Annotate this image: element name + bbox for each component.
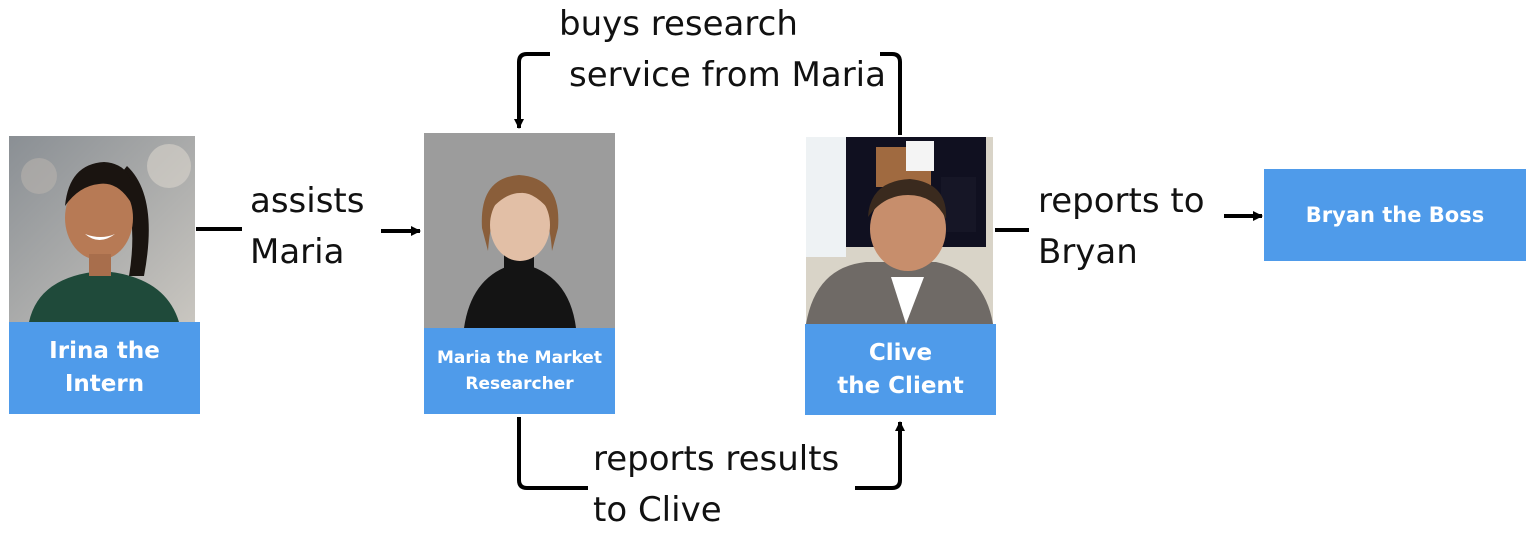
man-portrait-image <box>806 137 993 324</box>
irina-label-line1: Irina the <box>49 338 160 364</box>
irina-label-line2: Intern <box>64 371 145 397</box>
edge-label-reports-to: reports to Bryan <box>1038 176 1205 278</box>
woman-portrait-image <box>424 133 615 328</box>
clive-photo <box>806 137 993 324</box>
clive-label-line2: the Client <box>837 372 964 399</box>
bryan-box: Bryan the Boss <box>1264 169 1526 261</box>
clive-label: Clive the Client <box>805 324 996 415</box>
edge-label-reportsto-line2: Bryan <box>1038 232 1138 272</box>
irina-label: Irina the Intern <box>9 322 200 414</box>
irina-photo <box>9 136 195 322</box>
edge-label-results-line1: reports results <box>593 439 840 479</box>
bryan-label: Bryan the Boss <box>1305 203 1485 227</box>
maria-photo <box>424 133 615 328</box>
clive-label-line1: Clive <box>868 339 933 366</box>
edge-label-assists: assists Maria <box>250 176 364 278</box>
edge-label-reports-results: reports results to Clive <box>593 434 839 536</box>
woman-portrait-image <box>9 136 195 322</box>
maria-label-line2: Researcher <box>465 374 574 394</box>
edge-clive-maria-tail <box>880 52 902 135</box>
edge-label-results-line2: to Clive <box>593 490 722 530</box>
edge-label-assists-line2: Maria <box>250 232 345 272</box>
edge-label-buys-research: buys research service from Maria <box>559 0 886 101</box>
maria-label: Maria the Market Researcher <box>424 328 615 414</box>
maria-label-line1: Maria the Market <box>437 348 602 368</box>
edge-clive-maria-arrow <box>514 52 550 129</box>
edge-maria-clive-arrow <box>855 421 905 490</box>
edge-label-reportsto-line1: reports to <box>1038 181 1205 221</box>
edge-label-buys-line1: buys research <box>559 4 798 44</box>
edge-label-buys-line2: service from Maria <box>569 55 886 95</box>
edge-label-assists-line1: assists <box>250 181 365 221</box>
edge-maria-clive-tail <box>517 417 588 490</box>
